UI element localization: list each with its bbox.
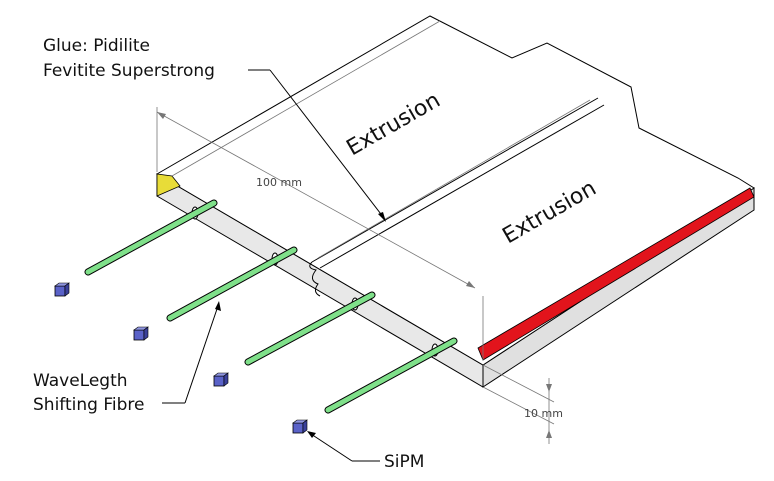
sipm-cube [133, 326, 149, 341]
glue-joint-line-1 [311, 97, 599, 263]
glue-joint-line-3 [317, 99, 591, 259]
joint-notch [309, 261, 321, 297]
red-edge-highlight [477, 187, 755, 361]
sipm-cube [213, 372, 229, 387]
sipm-devices [54, 282, 308, 434]
thickness-dimension-label: 10 mm [524, 407, 563, 420]
wls-fibres [84, 199, 458, 414]
sipm-callout-arrowhead [307, 431, 316, 438]
glue-end-face [156, 173, 181, 197]
fibre [85, 200, 217, 275]
glue-callout-arrowhead [378, 212, 386, 222]
glue-callout: Glue: Pidilite Fevitite Superstrong [43, 36, 386, 222]
extrusion-slab [156, 15, 755, 388]
wls-callout-arrowhead [215, 301, 221, 311]
width-dimension: 100 mm [156, 107, 484, 360]
wls-callout: WaveLegth Shifting Fibre [33, 301, 221, 415]
sipm-cube [292, 419, 308, 434]
width-dimension-label: 100 mm [256, 176, 302, 189]
extrusion-top-edge [171, 20, 441, 177]
sipm-label: SiPM [384, 452, 424, 472]
sipm-callout: SiPM [307, 431, 424, 472]
glue-joint-line-2 [319, 104, 605, 269]
wls-label-line1: WaveLegth [33, 371, 128, 391]
fibre [325, 338, 457, 413]
glue-label-line1: Glue: Pidilite [43, 36, 150, 56]
fibre [167, 247, 297, 321]
thickness-dimension: 10 mm [482, 364, 563, 444]
fibre [245, 292, 375, 365]
wls-label-line2: Shifting Fibre [33, 395, 144, 415]
glue-label-line2: Fevitite Superstrong [43, 61, 215, 81]
sipm-cube [54, 282, 70, 297]
